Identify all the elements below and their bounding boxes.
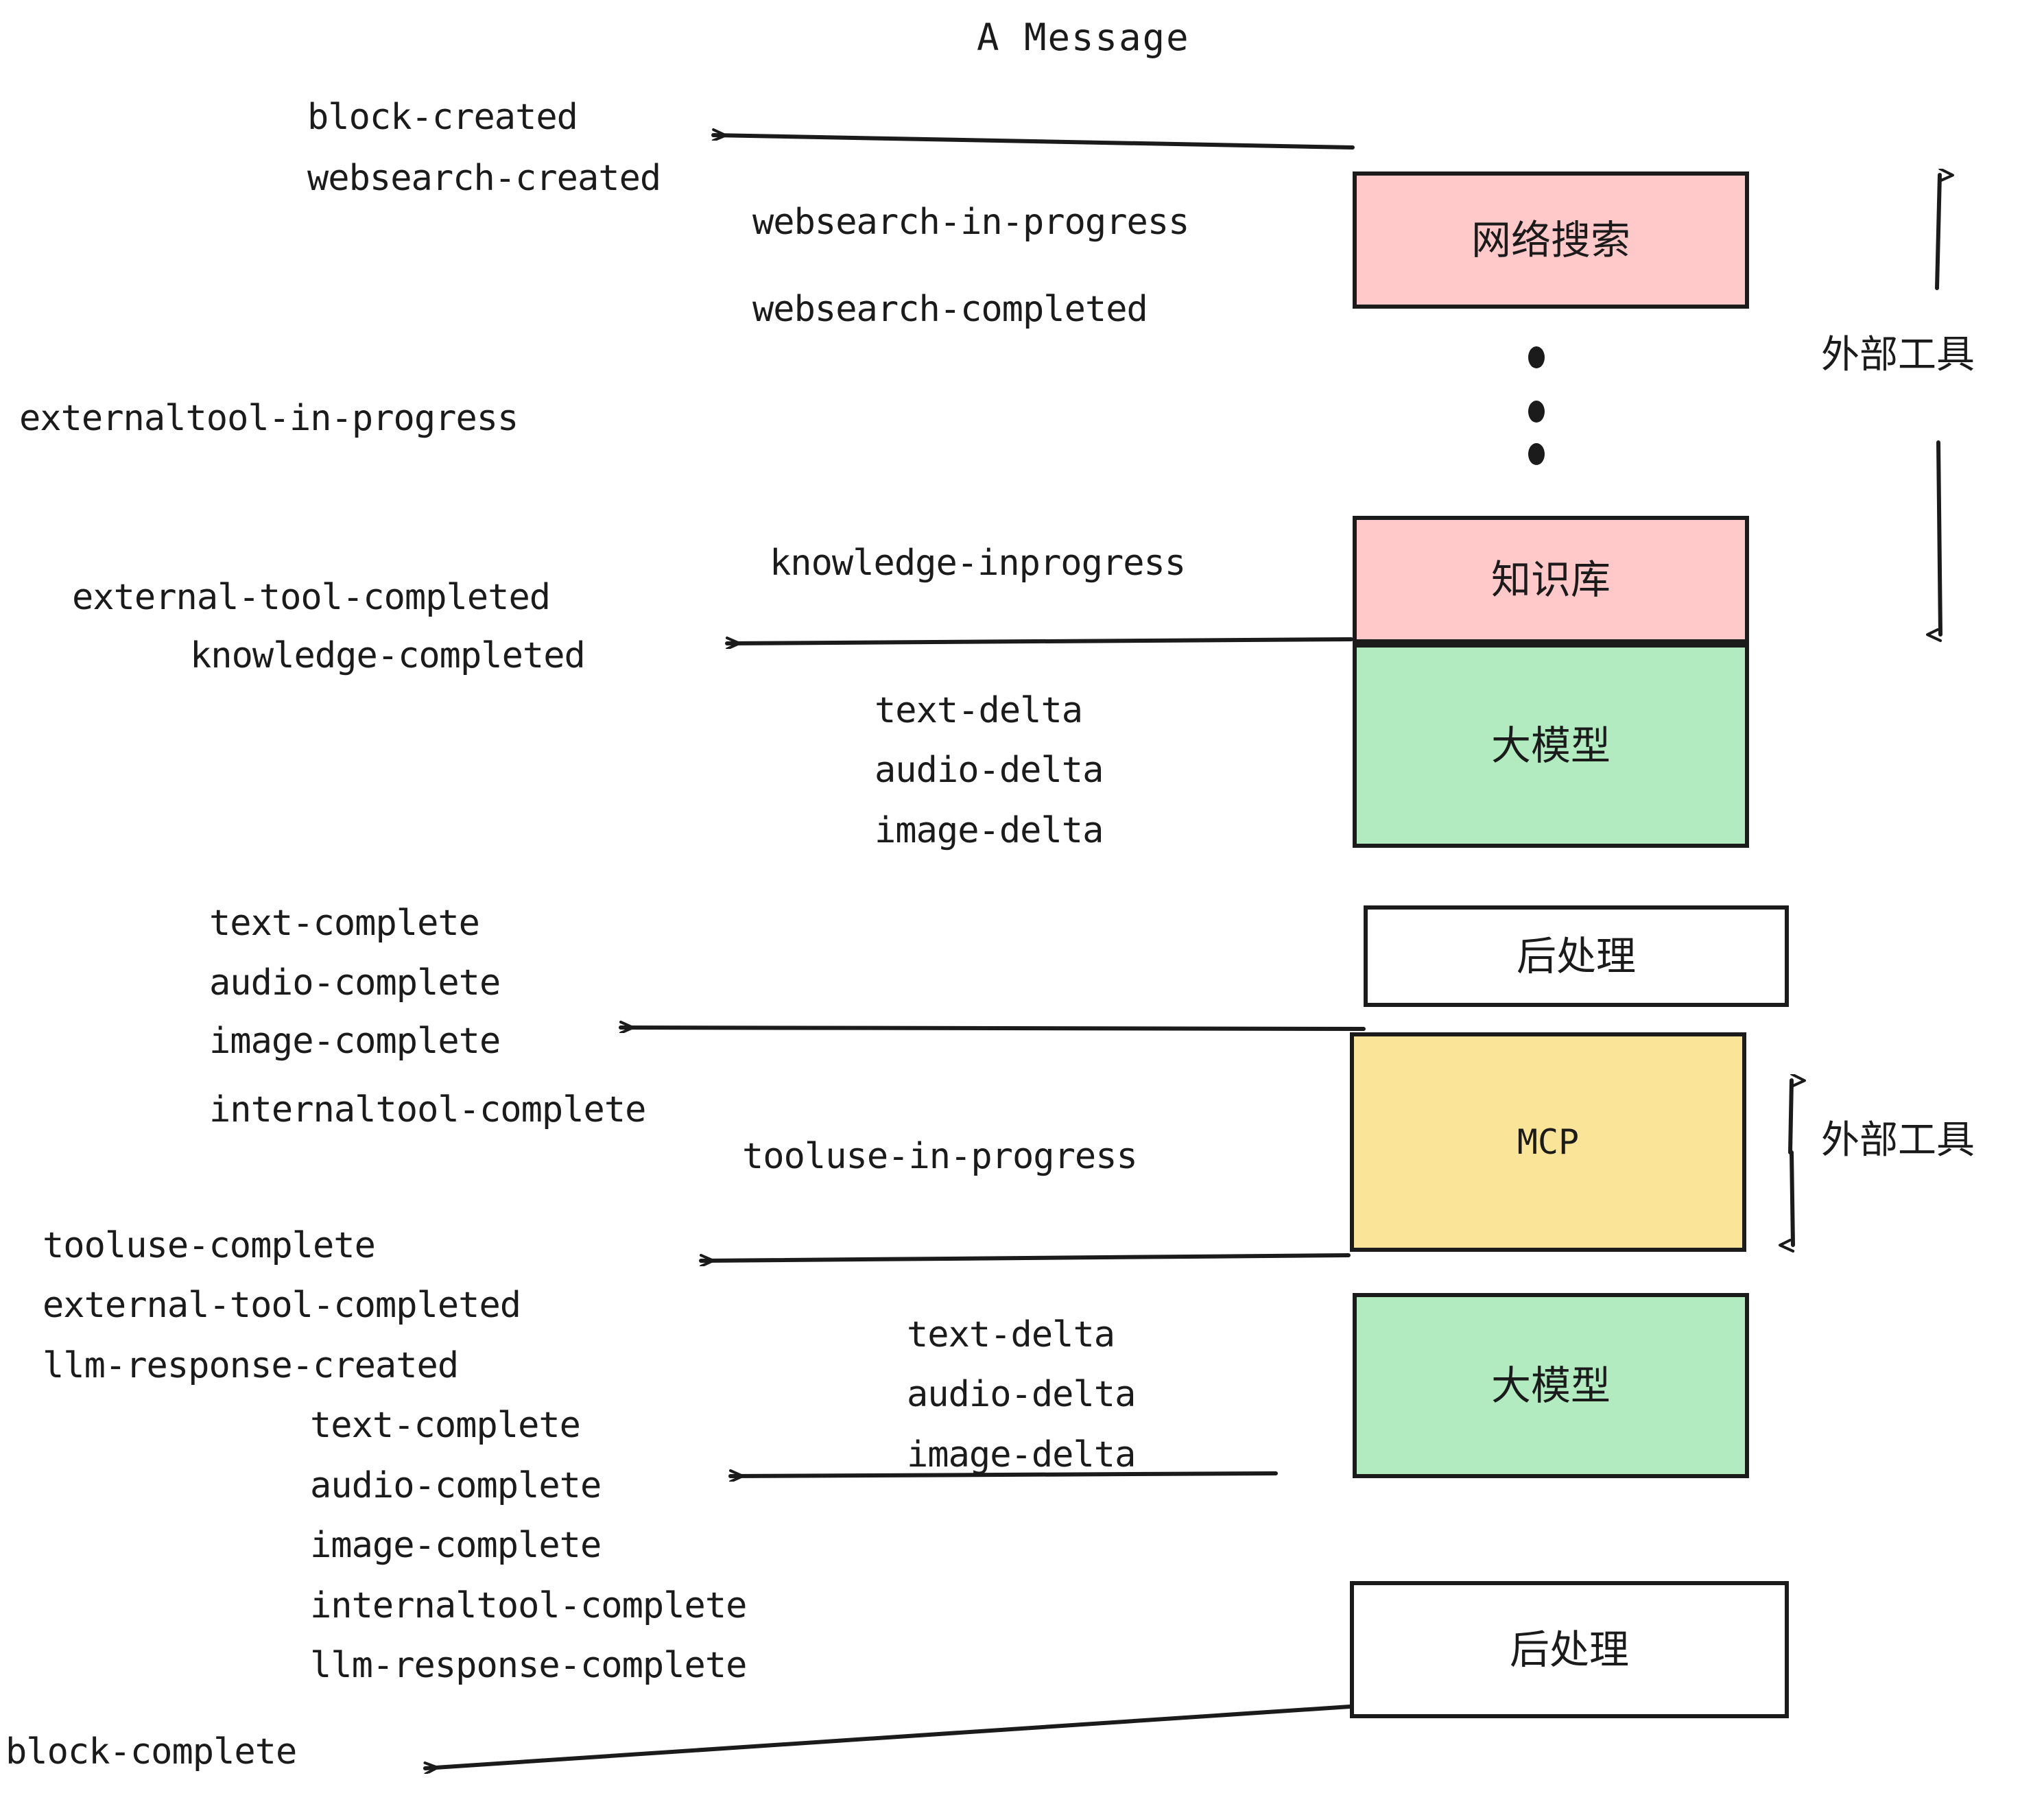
node-llm-1-label: 大模型 [1490, 722, 1611, 769]
event-label-websearch-created: websearch-created [307, 158, 661, 199]
node-knowledge[interactable]: 知识库 [1353, 516, 1749, 643]
node-llm-2[interactable]: 大模型 [1353, 1293, 1749, 1478]
side-label-external-tools-bottom: 外部工具 [1821, 1118, 1975, 1163]
node-mcp[interactable]: MCP [1350, 1032, 1746, 1252]
event-label-audio-delta-2: audio-delta [907, 1374, 1136, 1415]
event-label-websearch-completed: websearch-completed [752, 289, 1148, 330]
node-llm-2-label: 大模型 [1490, 1362, 1611, 1409]
event-label-llm-response-complete: llm-response-complete [310, 1645, 747, 1686]
scope-arrow-bottom-up [1788, 1080, 1792, 1154]
vertical-ellipsis-icon [1528, 346, 1545, 465]
arrow-knowledge-completed [725, 639, 1353, 643]
event-label-block-created: block-created [307, 97, 578, 138]
event-label-image-delta-2: image-delta [907, 1434, 1136, 1475]
node-postprocess-2-label: 后处理 [1509, 1626, 1629, 1673]
arrow-block-created [711, 135, 1355, 150]
scope-arrow-bottom-down [1792, 1150, 1795, 1245]
node-websearch-label: 网络搜索 [1471, 217, 1630, 263]
node-mcp-label: MCP [1517, 1122, 1580, 1162]
side-label-external-tools-top: 外部工具 [1821, 333, 1975, 377]
event-label-knowledge-inprogress: knowledge-inprogress [770, 543, 1186, 584]
arrow-tooluse-complete [699, 1253, 1351, 1261]
event-label-text-delta-2: text-delta [907, 1314, 1115, 1355]
event-label-internaltool-complete-1: internaltool-complete [209, 1089, 646, 1130]
node-postprocess-2[interactable]: 后处理 [1350, 1581, 1789, 1718]
event-label-external-tool-completed-2: external-tool-completed [43, 1285, 521, 1326]
event-label-audio-complete-1: audio-complete [209, 962, 501, 1004]
event-label-text-complete-1: text-complete [209, 903, 480, 944]
node-websearch[interactable]: 网络搜索 [1353, 171, 1749, 309]
event-label-text-complete-2: text-complete [310, 1405, 581, 1446]
event-label-tooluse-complete: tooluse-complete [43, 1225, 376, 1266]
event-label-externaltool-in-progress: externaltool-in-progress [19, 398, 519, 439]
event-label-audio-delta-1: audio-delta [875, 750, 1104, 791]
event-label-audio-complete-2: audio-complete [310, 1465, 602, 1506]
event-label-knowledge-completed: knowledge-completed [190, 635, 586, 676]
scope-arrow-top-down [1938, 440, 1942, 634]
node-knowledge-label: 知识库 [1490, 556, 1611, 603]
node-postprocess-1[interactable]: 后处理 [1364, 905, 1789, 1007]
arrow-block-complete [423, 1705, 1352, 1768]
event-label-text-delta-1: text-delta [875, 690, 1083, 731]
node-postprocess-1-label: 后处理 [1516, 933, 1636, 980]
event-label-websearch-in-progress: websearch-in-progress [752, 202, 1189, 243]
event-label-internaltool-complete-2: internaltool-complete [310, 1585, 747, 1626]
scope-arrow-top-up [1935, 175, 1940, 290]
event-label-image-complete-2: image-complete [310, 1525, 602, 1566]
arrow-audio-complete [728, 1473, 1278, 1476]
event-label-image-delta-1: image-delta [875, 810, 1104, 851]
node-llm-1[interactable]: 大模型 [1353, 643, 1749, 848]
arrow-image-complete [619, 1028, 1366, 1029]
event-label-block-complete: block-complete [5, 1731, 297, 1772]
event-label-image-complete-1: image-complete [209, 1021, 501, 1062]
event-label-llm-response-created: llm-response-created [43, 1345, 459, 1386]
event-label-tooluse-in-progress: tooluse-in-progress [742, 1136, 1138, 1177]
diagram-title: A Message [977, 16, 1190, 59]
event-label-external-tool-completed-1: external-tool-completed [72, 577, 551, 618]
